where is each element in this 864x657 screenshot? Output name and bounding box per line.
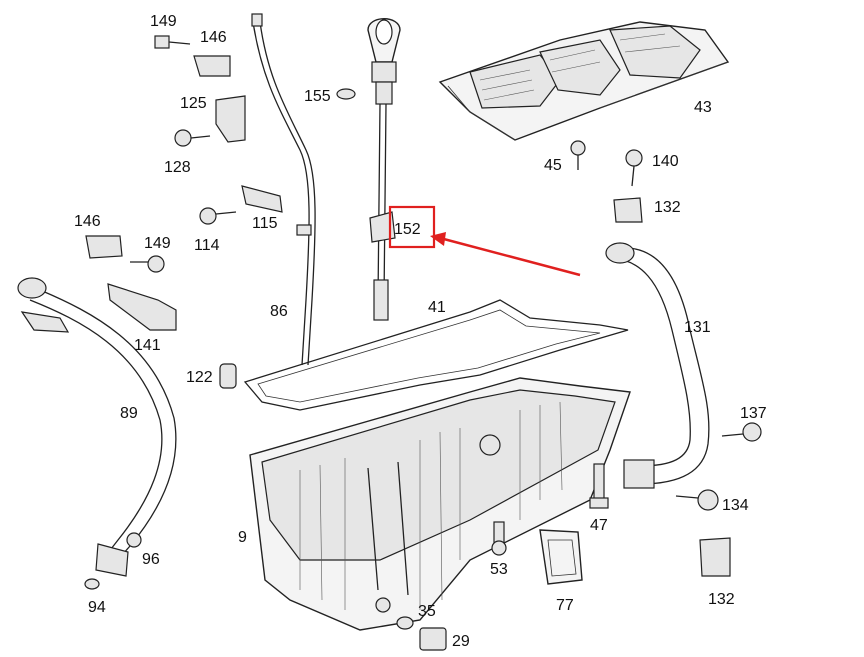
label-137: 137 bbox=[740, 405, 767, 422]
label-41: 41 bbox=[428, 299, 446, 316]
bolt-53 bbox=[491, 521, 507, 556]
oil-pan-9 bbox=[249, 377, 631, 631]
arrow-head bbox=[430, 232, 446, 246]
washer-35 bbox=[396, 616, 414, 630]
label-146a: 146 bbox=[200, 29, 227, 46]
label-149a: 149 bbox=[150, 13, 177, 30]
seal-77 bbox=[539, 529, 583, 585]
drain-plug-29 bbox=[419, 627, 447, 651]
label-134: 134 bbox=[722, 497, 749, 514]
bolt-134 bbox=[675, 489, 719, 511]
label-29: 29 bbox=[452, 633, 470, 650]
label-155: 155 bbox=[304, 88, 331, 105]
label-128: 128 bbox=[164, 159, 191, 176]
plug-122 bbox=[219, 363, 237, 389]
label-114: 114 bbox=[194, 237, 220, 254]
bolt-45 bbox=[570, 140, 586, 170]
label-96: 96 bbox=[142, 551, 160, 568]
bolt-47 bbox=[589, 463, 609, 509]
label-115: 115 bbox=[252, 215, 278, 232]
upper-baffle-43 bbox=[438, 21, 730, 141]
gasket-41 bbox=[243, 299, 629, 411]
bolt-149b bbox=[130, 255, 165, 273]
highlight-box bbox=[388, 205, 436, 249]
part-labels: 149 146 125 128 115 114 146 149 141 86 1… bbox=[74, 13, 767, 650]
label-146b: 146 bbox=[74, 213, 101, 230]
label-94: 94 bbox=[88, 599, 106, 616]
label-149b: 149 bbox=[144, 235, 171, 252]
highlight-arrow bbox=[439, 236, 581, 277]
label-53: 53 bbox=[490, 561, 508, 578]
bolt-128 bbox=[174, 129, 211, 147]
label-89: 89 bbox=[120, 405, 138, 422]
label-122: 122 bbox=[186, 369, 213, 386]
bolt-140 bbox=[625, 149, 643, 187]
label-152-highlighted: 152 bbox=[394, 221, 421, 238]
label-86: 86 bbox=[270, 303, 288, 320]
bolt-137 bbox=[721, 422, 762, 442]
label-9: 9 bbox=[238, 529, 247, 546]
label-132b: 132 bbox=[708, 591, 735, 608]
bracket-141 bbox=[107, 283, 177, 331]
bolt-149a bbox=[154, 35, 191, 49]
label-35: 35 bbox=[418, 603, 436, 620]
label-43: 43 bbox=[694, 99, 712, 116]
dipstick-tube-86 bbox=[251, 13, 316, 366]
label-45: 45 bbox=[544, 157, 562, 174]
clip-146b bbox=[85, 235, 123, 259]
clip-146a bbox=[193, 55, 231, 77]
filler-pipe-131 bbox=[605, 242, 710, 489]
dipstick-152 bbox=[336, 18, 401, 321]
screw-96 bbox=[126, 532, 142, 548]
label-141: 141 bbox=[134, 337, 161, 354]
clip-132b bbox=[699, 537, 731, 577]
label-47: 47 bbox=[590, 517, 608, 534]
clip-115 bbox=[241, 185, 283, 213]
oil-pipe-89 bbox=[17, 277, 177, 590]
bracket-125 bbox=[215, 95, 246, 143]
label-125: 125 bbox=[180, 95, 207, 112]
bolt-114 bbox=[199, 207, 237, 225]
label-77: 77 bbox=[556, 597, 574, 614]
label-132a: 132 bbox=[654, 199, 681, 216]
clip-132a bbox=[613, 197, 643, 223]
label-131: 131 bbox=[684, 319, 711, 336]
label-140: 140 bbox=[652, 153, 679, 170]
